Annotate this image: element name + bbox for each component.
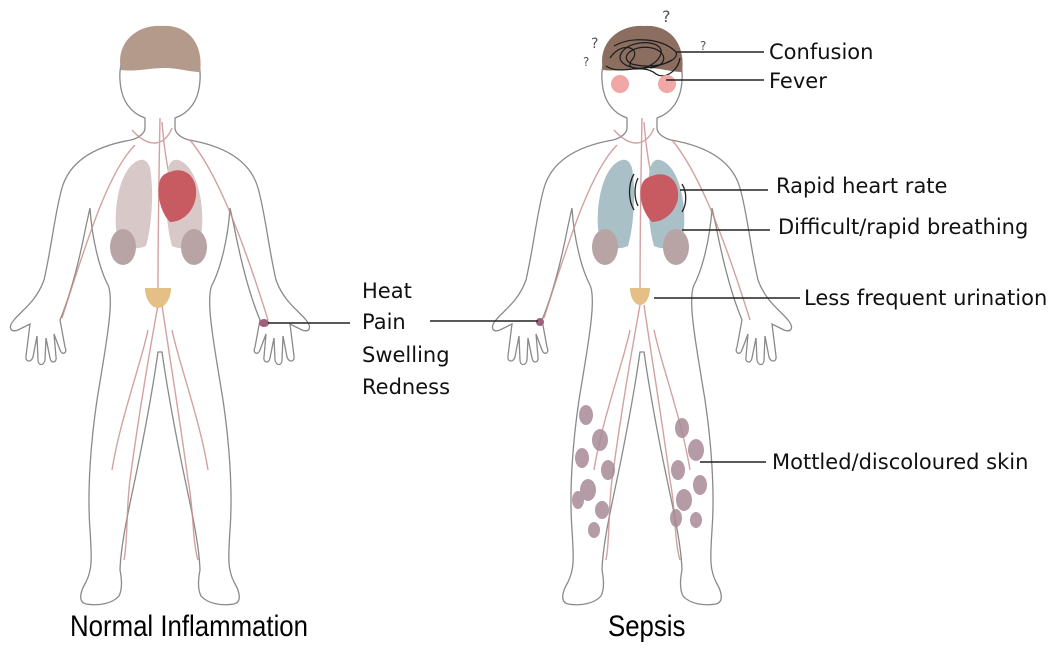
fever-flush-right bbox=[658, 75, 676, 93]
normal-inflammation-title: Normal Inflammation bbox=[70, 612, 308, 642]
fever-flush-left bbox=[611, 75, 629, 93]
symptom-confusion: Confusion bbox=[769, 42, 873, 63]
sepsis-body-outline bbox=[493, 30, 792, 605]
question-mark: ? bbox=[583, 55, 589, 69]
symptom-less-frequent-urination: Less frequent urination bbox=[804, 288, 1047, 309]
sepsis-figure bbox=[493, 26, 792, 605]
symptom-heat: Heat bbox=[362, 281, 412, 302]
symptom-mottled-skin: Mottled/discoloured skin bbox=[772, 452, 1028, 473]
normal-hair bbox=[120, 26, 201, 72]
question-mark: ? bbox=[662, 7, 671, 26]
symptom-fever: Fever bbox=[769, 71, 827, 92]
sepsis-wrist-spot bbox=[536, 318, 544, 326]
question-mark: ? bbox=[700, 39, 706, 53]
normal-figure bbox=[11, 26, 310, 605]
sepsis-left-kidney bbox=[592, 229, 618, 265]
sepsis-right-kidney bbox=[663, 229, 689, 265]
symptom-difficult-breathing: Difficult/rapid breathing bbox=[778, 217, 1028, 238]
symptom-pain: Pain bbox=[362, 312, 406, 333]
symptom-redness: Redness bbox=[362, 377, 450, 398]
inflamed-wrist-spot bbox=[259, 319, 269, 327]
question-mark: ? bbox=[591, 36, 598, 52]
normal-left-kidney bbox=[110, 229, 136, 265]
sepsis-title: Sepsis bbox=[608, 612, 685, 642]
symptom-rapid-heart-rate: Rapid heart rate bbox=[776, 176, 947, 197]
normal-body-outline bbox=[11, 30, 310, 605]
symptom-swelling: Swelling bbox=[362, 345, 450, 366]
sepsis-hair bbox=[602, 26, 683, 72]
normal-right-kidney bbox=[181, 229, 207, 265]
